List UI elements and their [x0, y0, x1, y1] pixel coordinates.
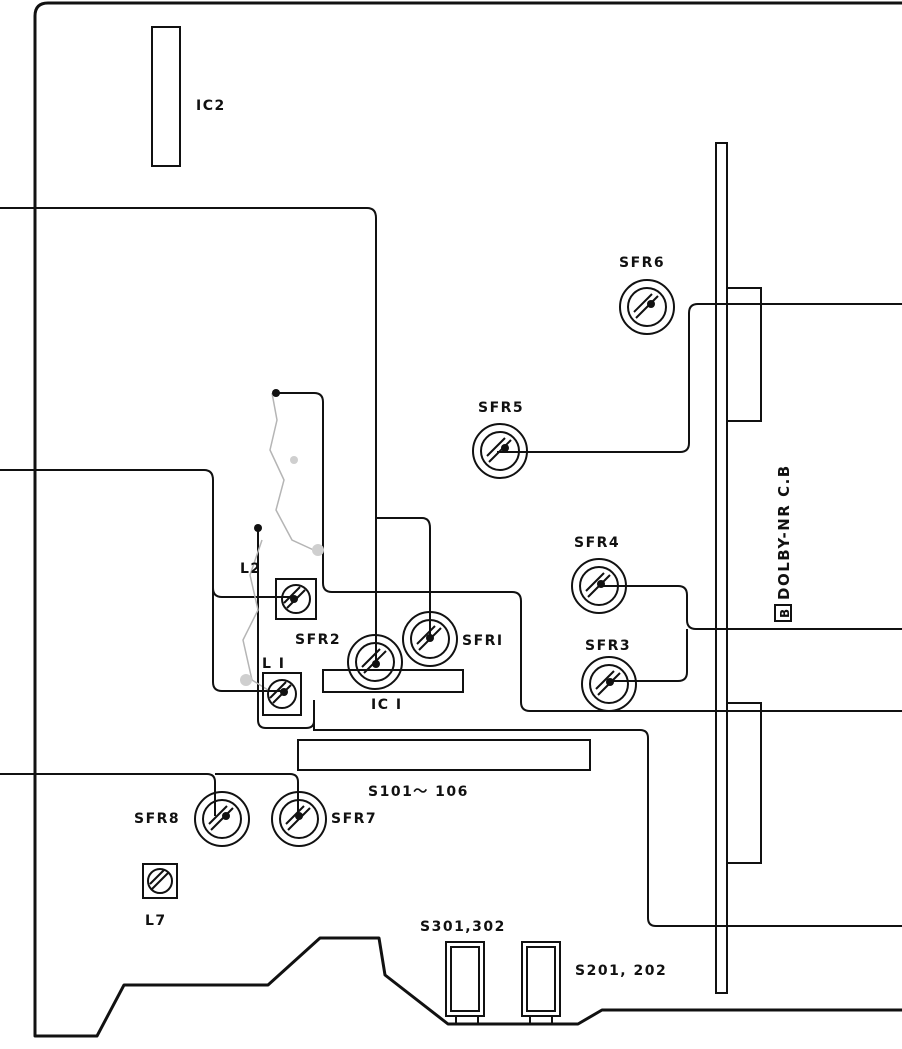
probe-dot — [272, 389, 280, 397]
sfr3-label: SFR3 — [585, 638, 631, 654]
sfr1-trimmer — [402, 611, 458, 667]
s201-202-label: S201, 202 — [575, 963, 667, 979]
s301-302-label: S301,302 — [420, 919, 506, 935]
coil-l7 — [142, 863, 178, 899]
leader-right-bottom — [313, 721, 902, 927]
sfr6-trimmer — [619, 279, 675, 335]
trace-blob — [290, 456, 298, 464]
sfr8-label: SFR8 — [134, 811, 180, 827]
sfr5-trimmer — [472, 423, 528, 479]
trace-blob — [312, 544, 324, 556]
leader-sfr8-sfr7 — [0, 773, 299, 816]
leader-l1 — [0, 469, 284, 692]
sfr2-trimmer — [347, 634, 403, 690]
leader-right-lower — [257, 528, 315, 729]
sfr1-label: SFRI — [462, 633, 504, 649]
dolby-connector-lower — [726, 702, 762, 864]
trace-scribble — [242, 392, 319, 691]
probe-dot — [254, 524, 262, 532]
coil-l2 — [275, 578, 317, 620]
sfr4-trimmer — [571, 558, 627, 614]
sfr2-label: SFR2 — [295, 632, 341, 648]
leader-sfr2 — [0, 207, 377, 666]
s201-202-switch — [521, 941, 561, 1025]
leader-sfr5-sfr6 — [497, 303, 902, 453]
s101-106-switch — [297, 739, 591, 771]
coil-l1 — [262, 672, 302, 716]
ic2-chip — [151, 26, 181, 167]
sfr5-label: SFR5 — [478, 400, 524, 416]
board-outline — [33, 1, 902, 1038]
sfr4-label: SFR4 — [574, 535, 620, 551]
sfr3-trimmer — [581, 656, 637, 712]
sfr7-trimmer — [271, 791, 327, 847]
ic1-chip — [322, 669, 464, 693]
dolby-nr-label: B DOLBY-NR C.B — [774, 464, 793, 622]
leader-sfr1 — [376, 517, 431, 636]
ic2-label: IC2 — [196, 98, 226, 114]
s301-302-switch — [445, 941, 485, 1025]
l7-label: L7 — [145, 913, 167, 929]
dolby-connector-upper — [726, 287, 762, 422]
ic1-label: IC I — [371, 697, 403, 713]
leader-mid — [276, 392, 902, 712]
l2-label: L2 — [240, 561, 262, 577]
s101-106-label: S101～ 106 — [368, 784, 469, 800]
leader-sfr4-sfr3 — [600, 585, 902, 682]
dolby-nr-text: DOLBY-NR C.B — [775, 464, 793, 600]
dolby-prefix: B — [778, 609, 792, 618]
sfr8-trimmer — [194, 791, 250, 847]
dolby-nr-board — [715, 142, 728, 994]
sfr7-label: SFR7 — [331, 811, 377, 827]
trace-blob — [240, 674, 252, 686]
l1-label: L I — [262, 656, 286, 672]
leader-l2 — [212, 587, 294, 598]
dolby-prefix-box — [774, 604, 792, 622]
sfr6-label: SFR6 — [619, 255, 665, 271]
